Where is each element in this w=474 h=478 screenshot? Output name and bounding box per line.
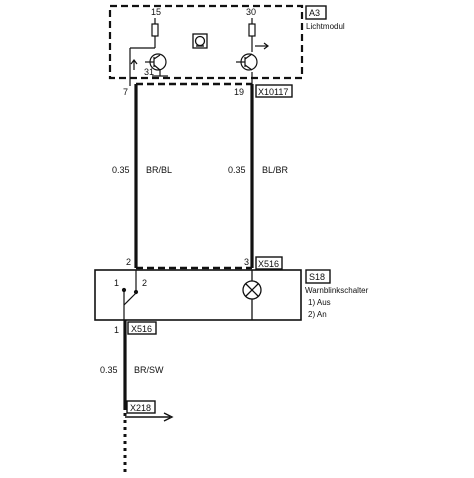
transistor-icon — [145, 53, 167, 76]
lamp-icon — [242, 270, 262, 320]
right-transistor-circuit — [248, 18, 269, 86]
hazard-switch-tag-box — [305, 269, 331, 284]
connector-x10117: X10117 — [258, 87, 288, 97]
hazard-switch-name: Warnblinkschalter — [305, 286, 369, 295]
switch-pin-2: 2 — [142, 278, 147, 288]
light-module-id: A3 — [309, 8, 320, 18]
connector-x218: X218 — [130, 403, 151, 413]
hazard-switch-s18: S18 Warnblinkschalter 1) Aus 2) An 1 2 — [94, 269, 369, 321]
hazard-switch-state-2: 2) An — [308, 310, 327, 319]
light-module-tag-box — [305, 5, 327, 20]
wire-left-gauge: 0.35 — [112, 165, 130, 175]
transistor-icon — [236, 53, 258, 71]
pin-3: 3 — [244, 257, 249, 267]
terminal-31-label: 31 — [144, 67, 154, 77]
left-transistor-circuit — [129, 18, 159, 86]
wire-bottom-gauge: 0.35 — [100, 365, 118, 375]
light-module-outline — [108, 4, 304, 80]
hazard-switch-state-1: 1) Aus — [308, 298, 331, 307]
light-module-name: Lichtmodul — [306, 22, 345, 31]
switch-pin-1: 1 — [114, 278, 119, 288]
terminal-15-label: 15 — [151, 7, 161, 17]
pin-2-top: 2 — [126, 257, 131, 267]
lamp-icon — [192, 33, 208, 49]
wire-shield — [136, 82, 252, 270]
connector-x516-bottom-box — [127, 321, 157, 335]
connector-x516-bottom: X516 — [131, 324, 152, 334]
hazard-switch-id: S18 — [309, 272, 325, 282]
connector-x516-top: X516 — [258, 259, 279, 269]
pin-19: 19 — [234, 87, 244, 97]
arrow-icon — [125, 412, 174, 422]
switch-contact-icon — [121, 270, 139, 320]
connector-x516-top-box — [255, 256, 283, 270]
arrow-icon — [130, 59, 138, 70]
pin-7: 7 — [123, 87, 128, 97]
wire-right-color: BL/BR — [262, 165, 289, 175]
wire-left-color: BR/BL — [146, 165, 172, 175]
hazard-switch-outline — [94, 269, 302, 321]
connector-x218-box — [126, 400, 156, 414]
wire-bottom-color: BR/SW — [134, 365, 164, 375]
connector-x10117-box — [255, 84, 293, 98]
wire-right-gauge: 0.35 — [228, 165, 246, 175]
pin-1-bottom: 1 — [114, 325, 119, 335]
light-module-a3: A3 Lichtmodul 15 30 31 — [108, 4, 345, 86]
terminal-30-label: 30 — [246, 7, 256, 17]
